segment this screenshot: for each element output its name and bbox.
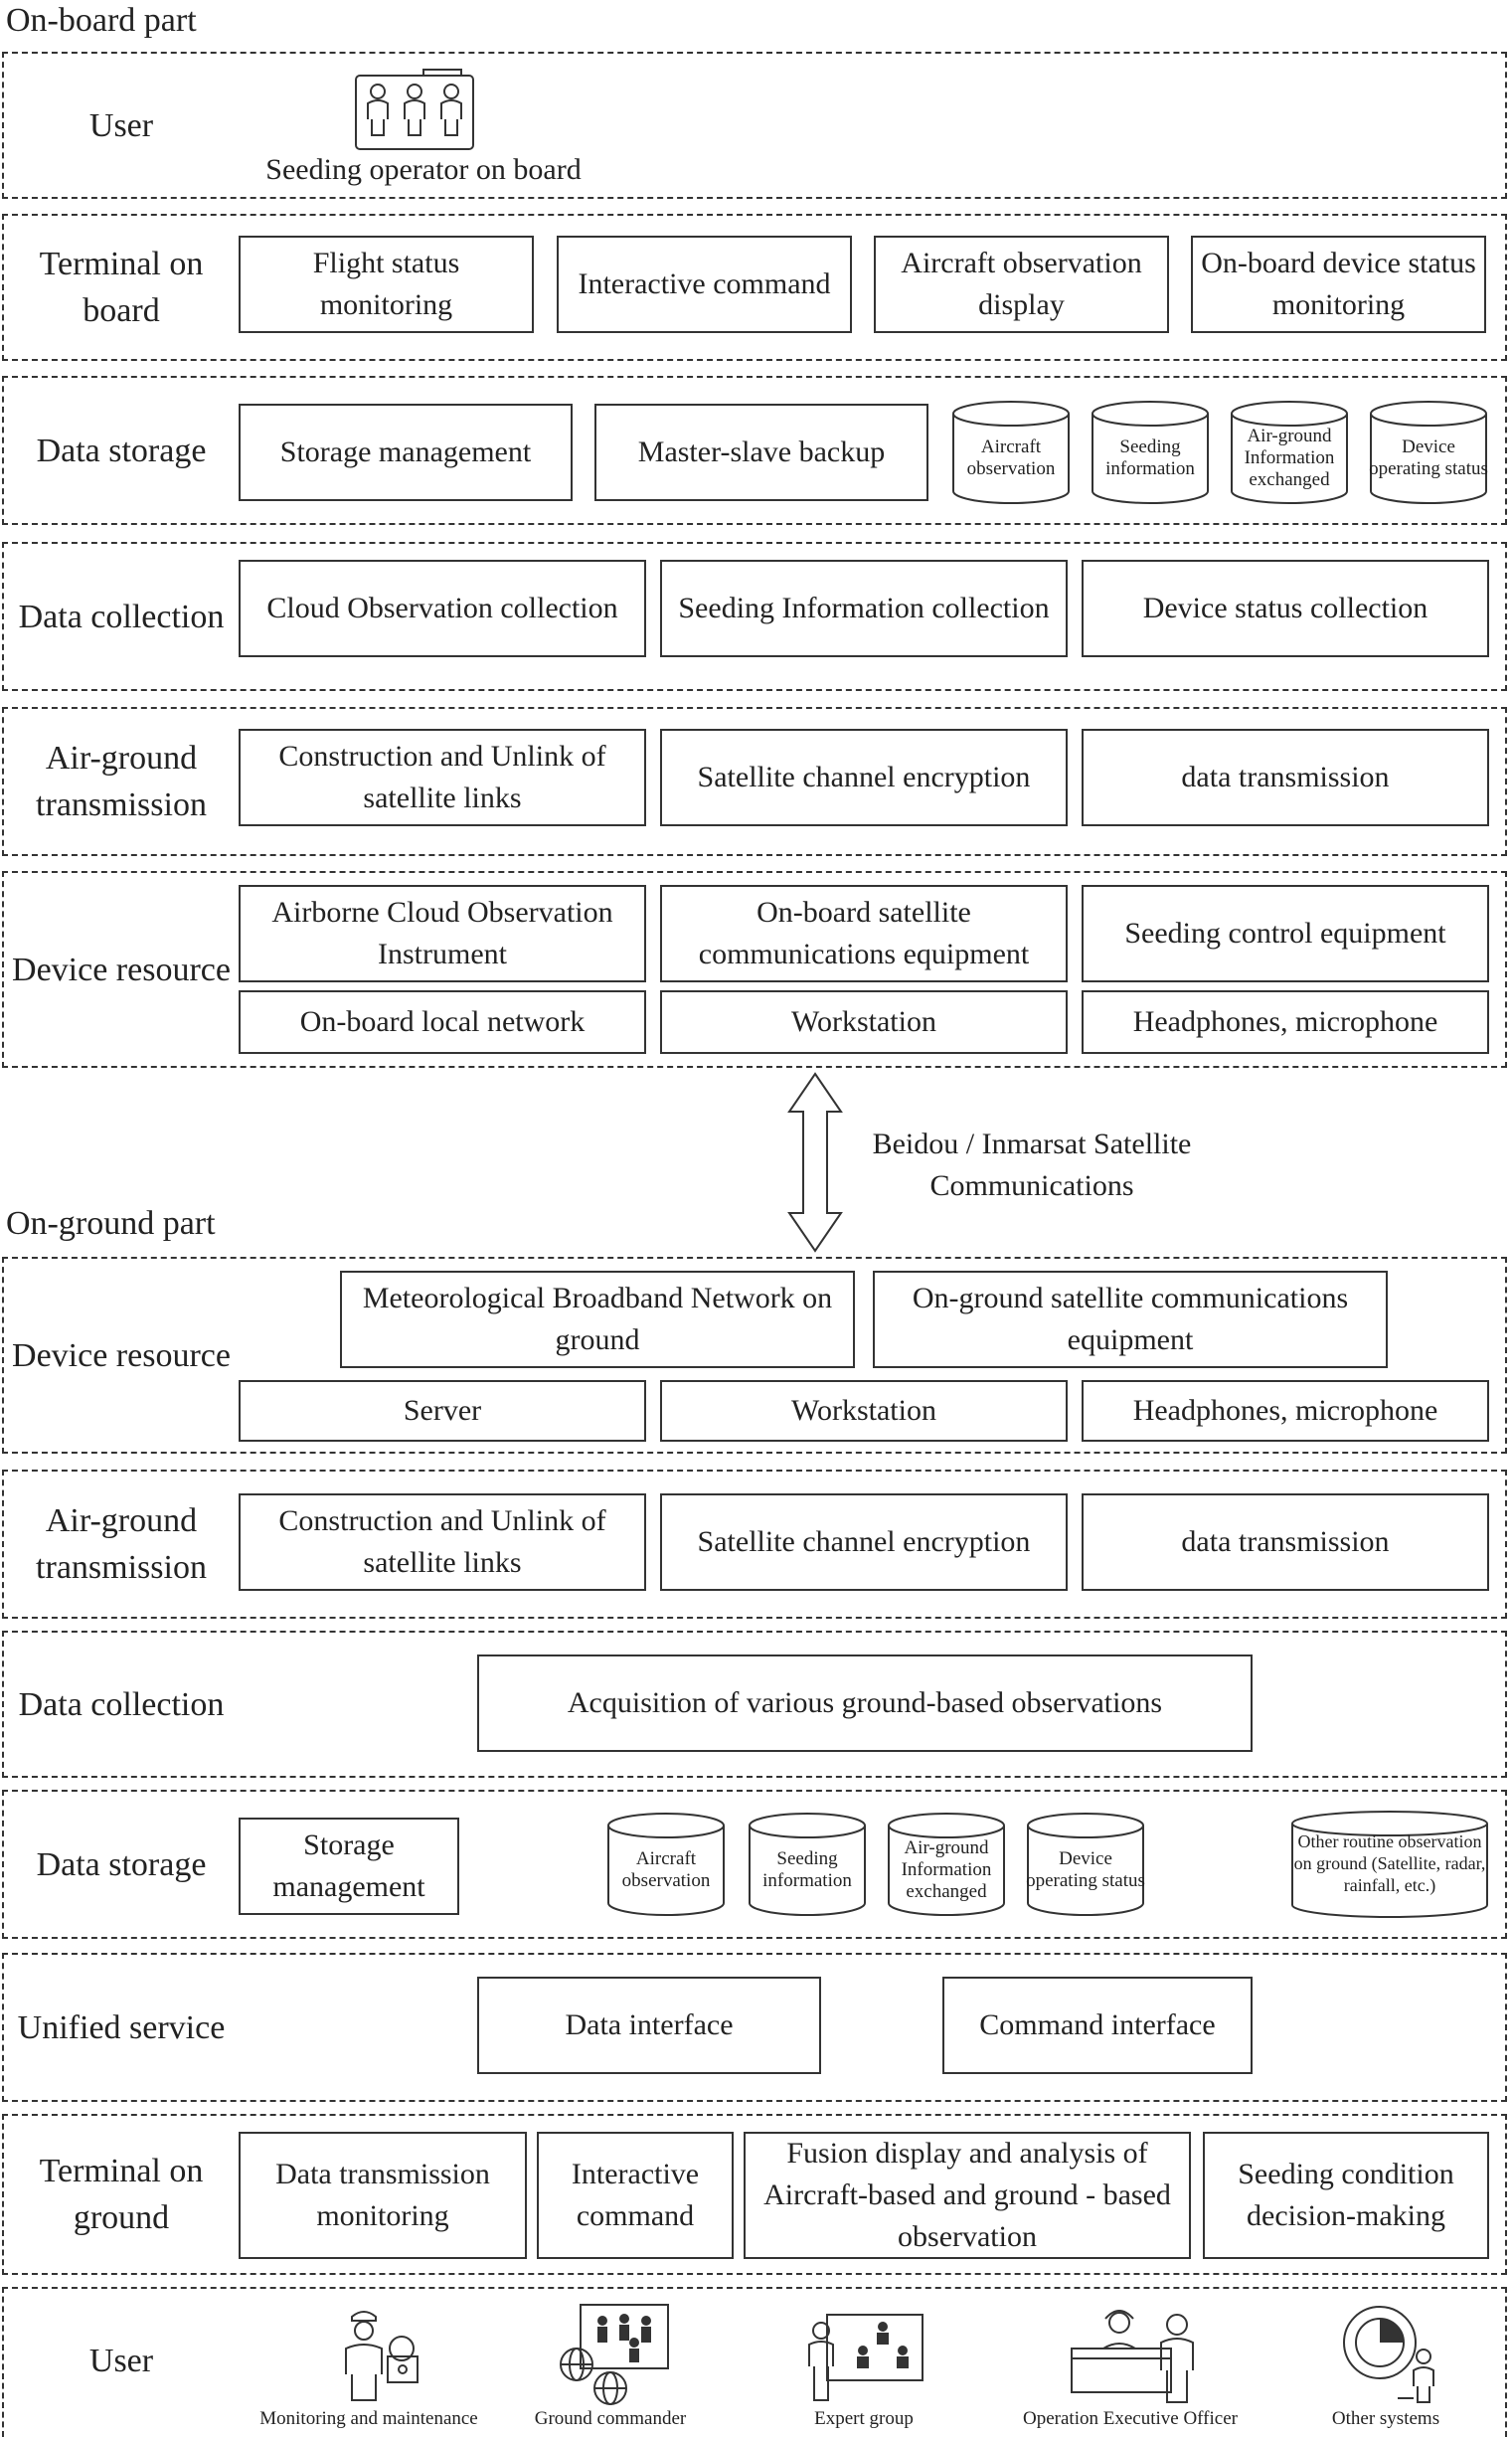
cylinder-label: Air-ground Information exchanged — [1244, 426, 1335, 490]
user-caption: Ground commander — [534, 2408, 687, 2429]
onboard-transmission-layer: Air-ground transmission Construction and… — [2, 707, 1507, 856]
server-box: Server — [239, 1380, 646, 1442]
seeding-control-equipment-box: Seeding control equipment — [1082, 885, 1489, 982]
seeding-information-collection-box: Seeding Information collection — [660, 560, 1068, 657]
aircraft-observation-display-box: Aircraft observation display — [874, 236, 1169, 333]
maintenance-person-icon — [345, 2311, 419, 2401]
onboard-device-layer: Device resource Airborne Cloud Observati… — [2, 871, 1507, 1068]
user-caption: Other systems — [1331, 2408, 1440, 2429]
onboard-storage-layer: Data storage Storage management Master-s… — [2, 376, 1507, 525]
cloud-observation-collection-box: Cloud Observation collection — [239, 560, 646, 657]
seeding-information-cylinder: Seeding information — [748, 1812, 867, 1917]
user-caption: Operation Executive Officer — [1023, 2408, 1238, 2429]
satellite-links-box: Construction and Unlink of satellite lin… — [239, 1493, 646, 1591]
onboard-satellite-equipment-box: On-board satellite communications equipm… — [660, 885, 1068, 982]
cylinder-label: Device operating status — [1026, 1848, 1145, 1891]
headphones-microphone-box: Headphones, microphone — [1082, 990, 1489, 1054]
satellite-links-box: Construction and Unlink of satellite lin… — [239, 729, 646, 826]
cylinder-label: Other routine observation on ground (Sat… — [1293, 1831, 1486, 1895]
layer-label: Terminal on board — [39, 246, 204, 329]
fusion-display-analysis-box: Fusion display and analysis of Aircraft-… — [744, 2132, 1191, 2259]
ground-observations-acquisition-box: Acquisition of various ground-based obse… — [477, 1654, 1253, 1752]
workstation-box: Workstation — [660, 1380, 1068, 1442]
aircraft-observation-cylinder: Aircraft observation — [606, 1812, 726, 1917]
user-caption: Monitoring and maintenance — [259, 2408, 478, 2429]
aircraft-observation-cylinder: Aircraft observation — [951, 400, 1071, 505]
data-transmission-box: data transmission — [1082, 729, 1489, 826]
air-ground-information-cylinder: Air-ground Information exchanged — [1230, 400, 1349, 505]
command-interface-box: Command interface — [942, 1977, 1253, 2074]
master-slave-backup-box: Master-slave backup — [594, 404, 928, 501]
seeding-condition-decision-box: Seeding condition decision-making — [1203, 2132, 1489, 2259]
other-routine-observation-cylinder: Other routine observation on ground (Sat… — [1290, 1810, 1489, 1919]
onground-user-layer: User Monitoring and maintenance Ground c… — [2, 2287, 1507, 2437]
layer-label: Data storage — [36, 1845, 207, 1883]
satellite-link-label: Beidou / Inmarsat Satellite Communicatio… — [872, 1128, 1192, 1202]
cylinder-label: Aircraft observation — [966, 436, 1056, 479]
other-systems-icon — [1343, 2306, 1434, 2403]
layer-label: Unified service — [17, 2008, 226, 2046]
seeding-information-cylinder: Seeding information — [1091, 400, 1210, 505]
air-ground-information-cylinder: Air-ground Information exchanged — [887, 1812, 1006, 1917]
layer-label: Air-ground transmission — [36, 1502, 207, 1586]
layer-label: Device resource — [12, 951, 231, 988]
onboard-terminal-layer: Terminal on board Flight status monitori… — [2, 214, 1507, 361]
storage-management-box: Storage management — [239, 1818, 459, 1915]
cylinder-label: Air-ground Information exchanged — [901, 1837, 992, 1902]
layer-label: Air-ground transmission — [36, 740, 207, 823]
onground-terminal-layer: Terminal on ground Data transmission mon… — [2, 2114, 1507, 2275]
onground-part-title: On-ground part — [6, 1205, 216, 1242]
interactive-command-box: Interactive command — [537, 2132, 734, 2259]
layer-label: Device resource — [12, 1336, 231, 1374]
workstation-box: Workstation — [660, 990, 1068, 1054]
executive-officer-icon — [1071, 2310, 1194, 2403]
cylinder-label: Seeding information — [1105, 436, 1195, 479]
onboard-collection-layer: Data collection Cloud Observation collec… — [2, 542, 1507, 691]
user-caption: Expert group — [814, 2408, 914, 2429]
cylinder-label: Aircraft observation — [621, 1848, 711, 1891]
onground-device-layer: Device resource Meteorological Broadband… — [2, 1257, 1507, 1454]
headphones-microphone-box: Headphones, microphone — [1082, 1380, 1489, 1442]
operators-icon — [355, 69, 474, 150]
device-operating-status-cylinder: Device operating status — [1026, 1812, 1145, 1917]
onboard-part-title: On-board part — [6, 2, 197, 39]
satellite-channel-encryption-box: Satellite channel encryption — [660, 1493, 1068, 1591]
device-operating-status-cylinder: Device operating status — [1369, 400, 1488, 505]
onground-storage-layer: Data storage Storage management Aircraft… — [2, 1790, 1507, 1939]
data-transmission-monitoring-box: Data transmission monitoring — [239, 2132, 527, 2259]
unified-service-layer: Unified service Data interface Command i… — [2, 1953, 1507, 2102]
onboard-local-network-box: On-board local network — [239, 990, 646, 1054]
expert-group-icon — [808, 2314, 924, 2401]
onground-satellite-equipment-box: On-ground satellite communications equip… — [873, 1271, 1388, 1368]
meteorological-network-box: Meteorological Broadband Network on grou… — [340, 1271, 855, 1368]
layer-label: User — [88, 106, 154, 144]
airborne-cloud-instrument-box: Airborne Cloud Observation Instrument — [239, 885, 646, 982]
storage-management-box: Storage management — [239, 404, 573, 501]
data-transmission-box: data transmission — [1082, 1493, 1489, 1591]
layer-label: Data collection — [18, 1685, 225, 1723]
onground-transmission-layer: Air-ground transmission Construction and… — [2, 1470, 1507, 1619]
onboard-user-layer: User Seeding operator on board — [2, 52, 1507, 199]
interactive-command-box: Interactive command — [557, 236, 852, 333]
ground-commander-icon — [560, 2304, 669, 2405]
cylinder-label: Seeding information — [762, 1848, 852, 1891]
device-status-collection-box: Device status collection — [1082, 560, 1489, 657]
layer-label: Terminal on ground — [39, 2153, 204, 2236]
onboard-user-caption: Seeding operator on board — [265, 153, 582, 186]
onboard-device-status-monitoring-box: On-board device status monitoring — [1191, 236, 1486, 333]
onground-collection-layer: Data collection Acquisition of various g… — [2, 1631, 1507, 1778]
layer-label: Data storage — [36, 432, 207, 469]
flight-status-monitoring-box: Flight status monitoring — [239, 236, 534, 333]
data-interface-box: Data interface — [477, 1977, 821, 2074]
satellite-channel-encryption-box: Satellite channel encryption — [660, 729, 1068, 826]
layer-label: Data collection — [18, 598, 225, 635]
cylinder-label: Device operating status — [1369, 436, 1488, 479]
double-arrow-icon — [787, 1072, 843, 1253]
layer-label: User — [88, 2342, 154, 2379]
